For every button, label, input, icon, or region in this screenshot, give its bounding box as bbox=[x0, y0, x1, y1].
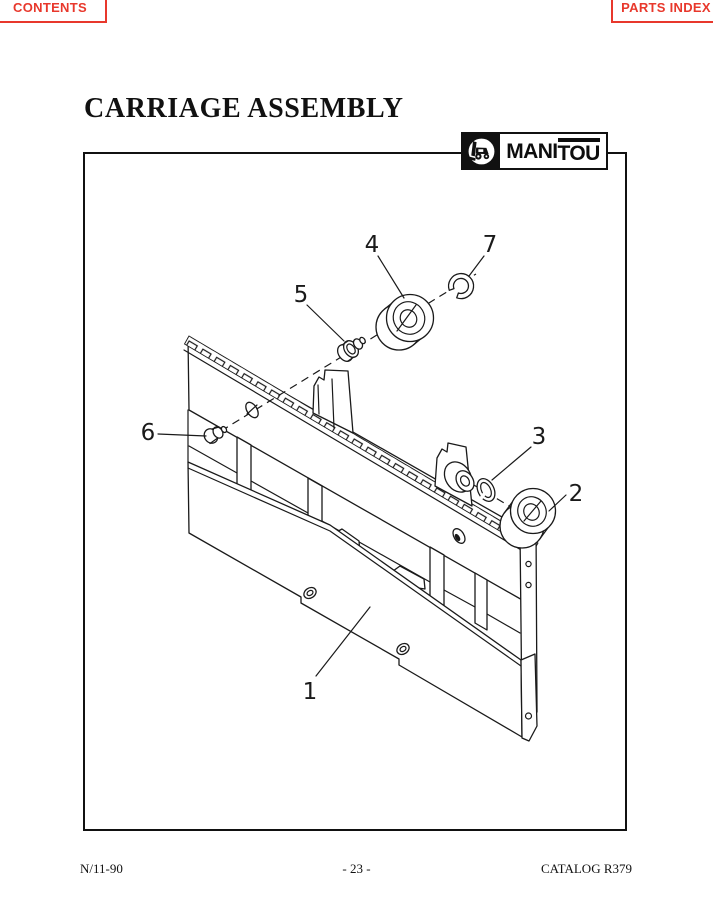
bottom-plate-top-strip bbox=[187, 467, 522, 667]
brand-wordmark-right: TOU bbox=[557, 137, 600, 166]
bolt-part6 bbox=[203, 425, 228, 445]
mount-hole bbox=[452, 528, 466, 544]
circlip-part7 bbox=[447, 272, 475, 300]
threaded-hole bbox=[396, 642, 410, 656]
callout-label-6: 6 bbox=[141, 420, 156, 446]
end-plate-hole bbox=[525, 581, 532, 589]
callout-label-2: 2 bbox=[569, 481, 584, 507]
fork-rib bbox=[474, 572, 488, 631]
roller-boss bbox=[443, 461, 475, 493]
callout-leader-lines bbox=[157, 255, 567, 677]
footer-doc-code: N/11-90 bbox=[80, 861, 123, 876]
parts-index-button[interactable]: PARTS INDEX bbox=[611, 0, 713, 23]
carriage-exploded-diagram: 1 2 3 4 5 6 7 bbox=[141, 232, 584, 742]
brand-wordmark-left: MANI bbox=[506, 139, 558, 163]
mount-hole bbox=[245, 401, 259, 419]
callout-label-1: 1 bbox=[303, 679, 318, 705]
hook-lug bbox=[312, 369, 354, 434]
roller-part4 bbox=[375, 293, 435, 351]
callout-label-3: 3 bbox=[532, 424, 547, 450]
end-cap-hole bbox=[524, 712, 533, 720]
callout-label-5: 5 bbox=[294, 282, 309, 308]
page-title: CARRIAGE ASSEMBLY bbox=[84, 92, 404, 124]
roller-part2 bbox=[499, 487, 557, 549]
forklift-icon bbox=[463, 134, 500, 168]
footer-page-number: - 23 - bbox=[342, 861, 371, 876]
threaded-hole bbox=[303, 586, 317, 600]
lower-bar-edges bbox=[188, 445, 521, 634]
diagram-frame bbox=[83, 152, 627, 831]
washer-part3 bbox=[476, 478, 496, 503]
callout-label-4: 4 bbox=[365, 232, 380, 258]
fork-rib bbox=[236, 436, 252, 492]
contents-button[interactable]: CONTENTS bbox=[0, 0, 107, 23]
end-plate-hole bbox=[525, 560, 532, 568]
grease-fitting-part5 bbox=[336, 336, 366, 362]
footer-catalog-ref: CATALOG R379 bbox=[540, 861, 632, 876]
callout-label-7: 7 bbox=[483, 232, 498, 258]
bottom-plate-part1 bbox=[187, 461, 523, 738]
bottom-plate-end-cap bbox=[520, 653, 538, 742]
edge-chamfer-line bbox=[183, 349, 534, 558]
